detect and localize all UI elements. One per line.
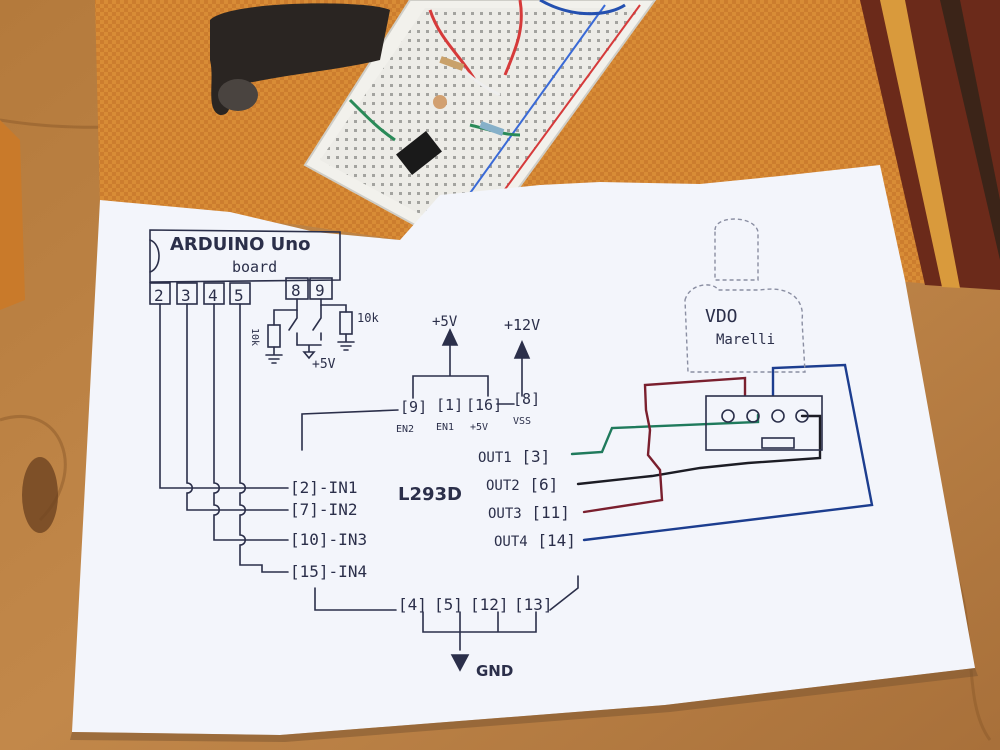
chip-name: L293D [398, 484, 462, 505]
gauge-sketch-tip [714, 218, 759, 281]
resistor-left-label: 10k [249, 328, 260, 346]
gnd-pin-5: [5] [434, 595, 463, 614]
capacitor [433, 95, 447, 109]
wire-out2-black [576, 414, 822, 486]
dark-gauge-object [210, 3, 390, 115]
arduino-subtitle: board [232, 258, 277, 276]
out2-row: OUT2 [6] [486, 475, 558, 494]
arduino-notch [149, 239, 160, 273]
placemat-stripe-3 [940, 0, 1000, 260]
ic-chip [396, 131, 442, 175]
gnd-label: GND [476, 662, 513, 680]
wire-pin4-in3 [213, 303, 289, 541]
resistor-right-label: 10k [357, 311, 379, 325]
pin9-wire [320, 298, 347, 313]
label-en2: EN2 [396, 424, 414, 435]
arduino-pin-4: 4 [208, 286, 218, 305]
gnd-pin-13: [13] [514, 595, 553, 614]
out4-row: OUT4 [14] [494, 531, 576, 550]
ground-right [337, 333, 355, 351]
out1-row: OUT1 [3] [478, 447, 550, 466]
arduino-title: ARDUINO Uno [170, 234, 310, 255]
connector-pin-4 [795, 409, 809, 423]
ground-ties [422, 611, 537, 651]
logic-supply-label: +5V [432, 314, 458, 330]
gauge-maker: Marelli [716, 332, 775, 348]
ground-arrow [450, 654, 470, 672]
top-pin-1: [1] [436, 396, 463, 414]
pin8-wire [273, 298, 298, 326]
label-pin16: +5V [470, 422, 488, 433]
arduino-pin-5: 5 [234, 286, 244, 305]
switch-right [312, 304, 322, 341]
top-pin-8: [8] [513, 390, 540, 408]
top-pin-9: [9] [400, 398, 427, 416]
connector-pin-1 [721, 409, 735, 423]
arduino-pin-8: 8 [291, 281, 301, 300]
out3-row: OUT3 [11] [488, 503, 570, 522]
top-pin-16: [16] [466, 396, 502, 414]
label-vss: VSS [513, 416, 531, 427]
gauge-sketch-body [684, 284, 806, 373]
enable-line [301, 409, 399, 451]
in2-row: [7]-IN2 [290, 500, 357, 519]
gauge-connector [705, 395, 823, 451]
wire-out4-blue [582, 363, 874, 542]
switch-common [296, 344, 322, 360]
resistor [439, 56, 465, 71]
switch-left [288, 309, 298, 346]
wood-knot [22, 457, 58, 533]
connector-pin-3 [771, 409, 785, 423]
paper-shadow [70, 668, 978, 742]
wire-pin5-in4 [239, 303, 289, 573]
arduino-pin-9: 9 [315, 281, 325, 300]
gauge-brand: VDO [705, 306, 738, 327]
breadboard-holes [320, 8, 640, 240]
motor-supply-arrow [513, 340, 531, 359]
gauge-shaft [218, 79, 258, 111]
in1-row: [2]-IN1 [290, 478, 357, 497]
motor-supply-label: +12V [504, 316, 540, 334]
gnd-pin-12: [12] [470, 595, 509, 614]
ground-bus [314, 575, 579, 611]
placemat-left-edge [0, 120, 25, 310]
placemat-stripe-2 [880, 0, 960, 288]
wire-pin3-in2 [186, 303, 289, 511]
wire-out3-maroon [582, 376, 747, 514]
arduino-outline [149, 229, 341, 283]
ground-left [265, 346, 283, 364]
resistor [479, 121, 505, 136]
in4-row: [15]-IN4 [290, 562, 367, 581]
connector-latch [761, 437, 795, 449]
arduino-supply-label: +5V [312, 357, 336, 372]
connector-pin-2 [746, 409, 760, 423]
gnd-pin-4: [4] [398, 595, 427, 614]
arduino-pin-2: 2 [154, 286, 164, 305]
logic-supply-arrow [441, 328, 459, 346]
arduino-pin-3: 3 [181, 286, 191, 305]
label-en1: EN1 [436, 422, 454, 433]
in3-row: [10]-IN3 [290, 530, 367, 549]
